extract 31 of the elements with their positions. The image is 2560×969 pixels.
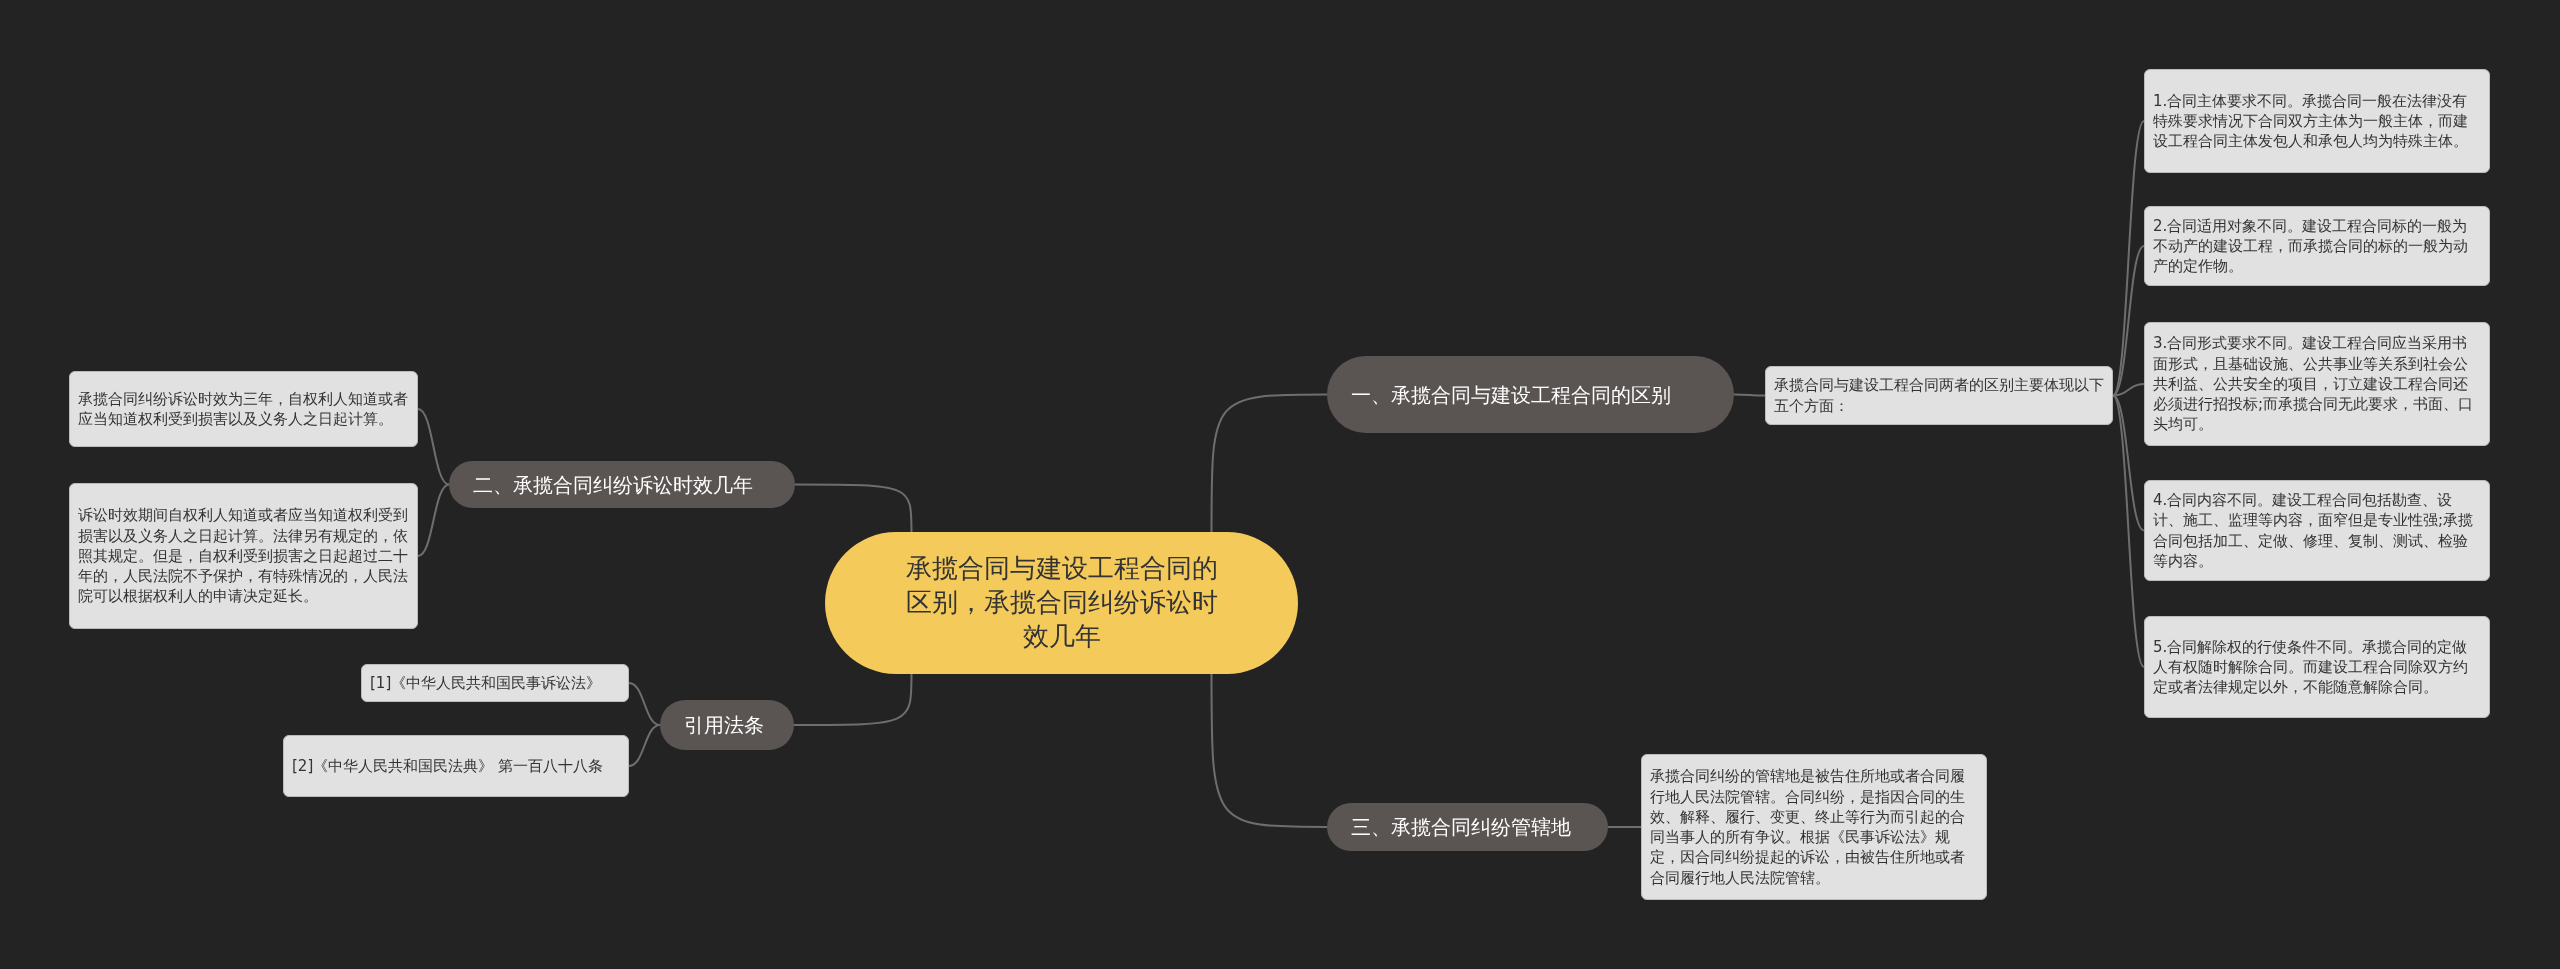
connector-line: [628, 682, 661, 726]
connector-line: [1210, 393, 1328, 533]
connector-line: [1607, 826, 1642, 828]
note-card: [1]《中华人民共和国民事诉讼法》: [361, 664, 629, 702]
note-card: 2.合同适用对象不同。建设工程合同标的一般为不动产的建设工程，而承揽合同的标的一般为动产的定作物。: [2144, 206, 2490, 286]
note-card: 3.合同形式要求不同。建设工程合同应当采用书面形式，且基础设施、公共事业等关系到社会公共利益、公共安全的项目，订立建设工程合同还必须进行招投标;而承揽合同无此要求，书面、口头均可。: [2144, 322, 2490, 446]
topic-pill: 二、承揽合同纠纷诉讼时效几年: [449, 461, 795, 508]
connector-line: [2112, 383, 2145, 397]
connector-line: [1210, 673, 1328, 828]
topic-pill: 一、承揽合同与建设工程合同的区别: [1327, 356, 1734, 433]
connector-line: [417, 408, 450, 486]
note-card: 4.合同内容不同。建设工程合同包括勘查、设计、施工、监理等内容，面窄但是专业性强;承揽合同包括加工、定做、修理、复制、测试、检验等内容。: [2144, 480, 2490, 581]
connector-line: [2112, 394, 2145, 532]
topic-pill: 三、承揽合同纠纷管辖地: [1327, 803, 1608, 851]
connector-line: [2112, 394, 2145, 668]
connector-line: [794, 483, 913, 533]
note-card: 5.合同解除权的行使条件不同。承揽合同的定做人有权随时解除合同。而建设工程合同除双方约定或者法律规定以外，不能随意解除合同。: [2144, 616, 2490, 718]
note-card: 承揽合同纠纷的管辖地是被告住所地或者合同履行地人民法院管辖。合同纠纷，是指因合同的生效、解释、履行、变更、终止等行为而引起的合同当事人的所有争议。根据《民事诉讼法》规定，因合同纠纷提起的诉讼，由被告住所地或者合同履行地人民法院管辖。: [1641, 754, 1987, 900]
connector-line: [628, 724, 661, 767]
connector-line: [2112, 245, 2145, 397]
note-card: 1.合同主体要求不同。承揽合同一般在法律没有特殊要求情况下合同双方主体为一般主体，而建设工程合同主体发包人和承包人均为特殊主体。: [2144, 69, 2490, 173]
connector-line: [1733, 393, 1766, 397]
note-card: 诉讼时效期间自权利人知道或者应当知道权利受到损害以及义务人之日起计算。法律另有规定的，依照其规定。但是，自权利受到损害之日起超过二十年的，人民法院不予保护，有特殊情况的，人民法院可以根据权利人的申请决定延长。: [69, 483, 418, 629]
note-card: [2]《中华人民共和国民法典》 第一百八十八条: [283, 735, 629, 797]
note-card: 承揽合同与建设工程合同两者的区别主要体现以下五个方面：: [1765, 366, 2113, 425]
connector-line: [2112, 120, 2145, 397]
topic-pill: 引用法条: [660, 700, 794, 750]
connector-line: [417, 483, 450, 557]
connector-line: [793, 673, 913, 726]
note-card: 承揽合同纠纷诉讼时效为三年，自权利人知道或者应当知道权利受到损害以及义务人之日起计算。: [69, 371, 418, 447]
central-topic: 承揽合同与建设工程合同的区别，承揽合同纠纷诉讼时效几年: [825, 532, 1298, 674]
